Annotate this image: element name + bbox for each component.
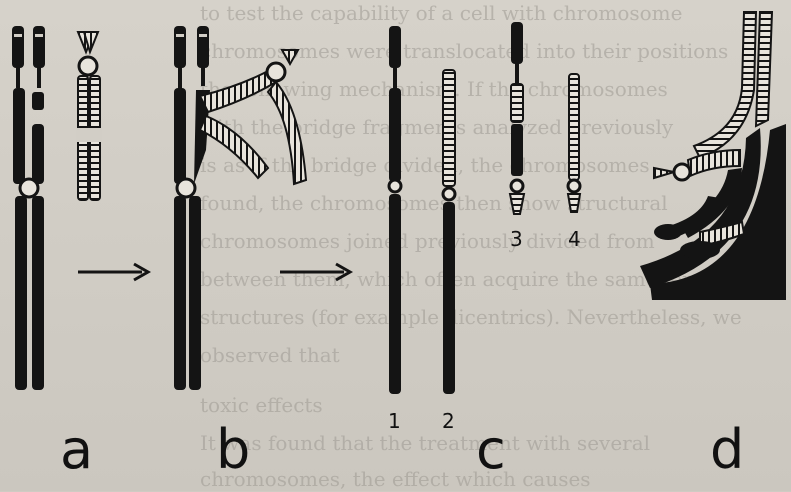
panel-c-chromosomes [389, 22, 580, 394]
panel-label-a: a [60, 420, 93, 480]
panel-label-b: b [216, 420, 250, 480]
chromosome-number-1: 1 [388, 410, 401, 432]
chromosome-number-2: 2 [442, 410, 455, 432]
chromosome-number-3: 3 [510, 228, 523, 250]
panel-b-chromosomes [174, 26, 350, 390]
panel-label-c: c [476, 420, 506, 480]
panel-label-d: d [710, 420, 744, 480]
chromosome-number-4: 4 [568, 228, 581, 250]
panel-d-chromosomes [640, 12, 786, 300]
panel-a-chromosomes [12, 26, 148, 390]
